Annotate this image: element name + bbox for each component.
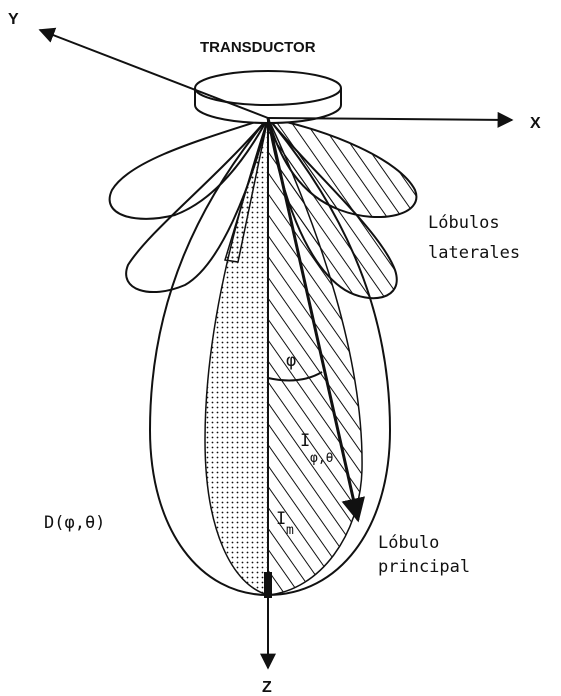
transducer-label: TRANSDUCTOR <box>200 39 316 56</box>
intensity-m-label: I <box>276 509 286 529</box>
axis-z-label: Z <box>262 679 272 696</box>
intensity-phi-theta-subscript: φ,θ <box>310 451 333 466</box>
axis-y-label: Y <box>8 11 19 28</box>
intensity-m-subscript: m <box>286 523 294 538</box>
directivity-label: D(φ,θ) <box>44 513 105 533</box>
axis-x-label: X <box>530 115 541 132</box>
phi-label: φ <box>286 351 296 371</box>
side-lobes-label-line2: laterales <box>428 243 520 263</box>
transducer-disk <box>195 71 341 123</box>
side-lobes-label-line1: Lóbulos <box>428 213 500 233</box>
main-lobe-label-line2: principal <box>378 557 470 577</box>
main-lobe-label-line1: Lóbulo <box>378 533 439 553</box>
intensity-phi-theta-label: I <box>300 431 310 451</box>
z-axis-marker <box>264 572 272 598</box>
